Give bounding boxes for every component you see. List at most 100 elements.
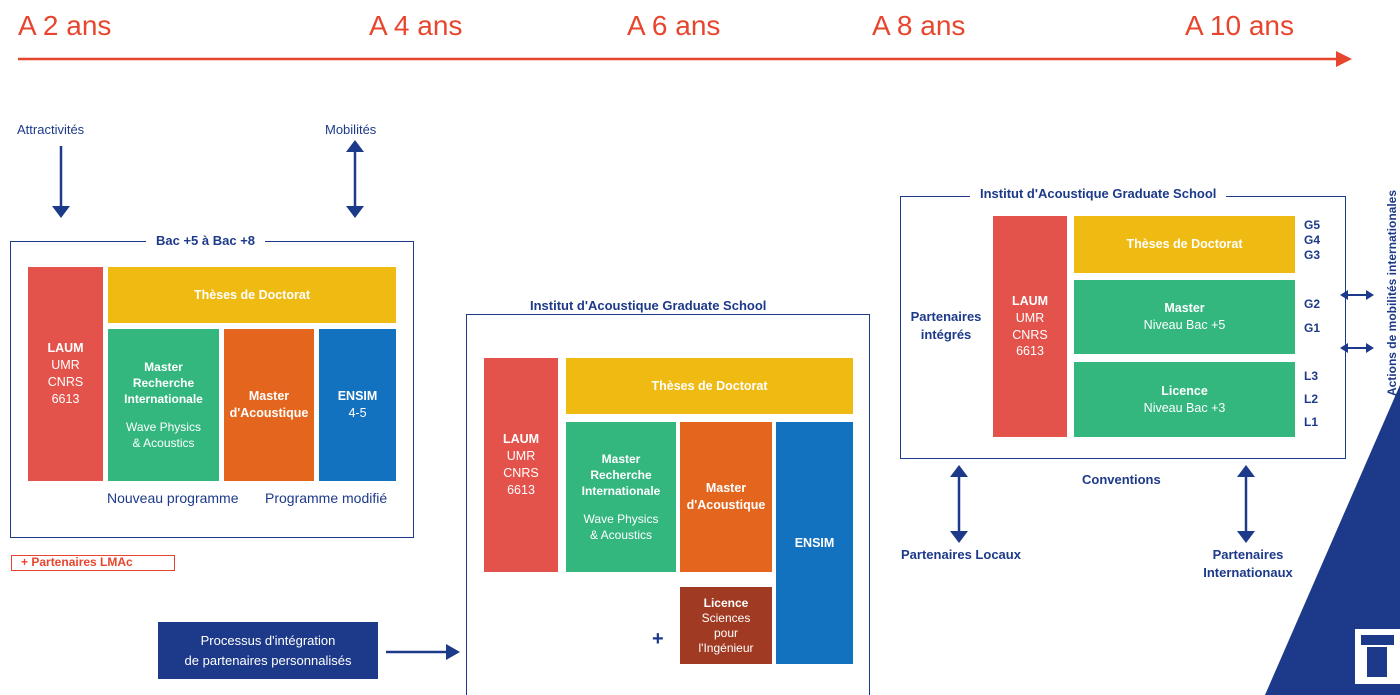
partenaires-lmac-badge: + Partenaires LMAc xyxy=(11,555,175,571)
laum-title: LAUM xyxy=(502,432,540,447)
right-frame-title: Institut d'Acoustique Graduate School xyxy=(970,186,1227,201)
level-g1: G1 xyxy=(1304,321,1321,335)
licence-sub: Niveau Bac +3 xyxy=(1143,400,1226,415)
programme-modifie-label: Programme modifié xyxy=(265,490,388,506)
arrow-updown-icon xyxy=(950,465,968,543)
partenaires-integres-l1: Partenaires xyxy=(910,309,982,324)
level-labels-licence: L3 L2 L1 xyxy=(1304,365,1318,434)
licence-title: Licence xyxy=(703,595,749,610)
laum-umr: UMR xyxy=(506,449,536,464)
level-labels-doctorat: G5 G4 G3 xyxy=(1304,218,1320,263)
right-theses-box: Thèses de Doctorat xyxy=(1074,216,1295,273)
timeline-label-8: A 8 ans xyxy=(872,10,966,41)
laum-title: LAUM xyxy=(1011,293,1049,308)
theses-label: Thèses de Doctorat xyxy=(651,378,768,393)
laum-number: 6613 xyxy=(1016,344,1044,359)
licence-s2: pour xyxy=(713,625,739,640)
ensim-sub: 4-5 xyxy=(348,406,367,420)
licence-title: Licence xyxy=(1161,383,1208,398)
laum-number: 6613 xyxy=(51,391,80,406)
left-master-acoustique-box: Master d'Acoustique xyxy=(224,329,314,481)
ensim-title: ENSIM xyxy=(337,389,378,404)
master-ri-s2: & Acoustics xyxy=(132,436,195,451)
partenaires-locaux-label: Partenaires Locaux xyxy=(901,547,1021,562)
partenaires-internationaux-l1: Partenaires xyxy=(1212,547,1284,562)
laum-umr: UMR xyxy=(1015,310,1045,325)
theses-label: Thèses de Doctorat xyxy=(193,287,310,302)
timeline-arrow xyxy=(18,51,1352,67)
master-ri-s2: & Acoustics xyxy=(589,528,653,543)
laum-cnrs: CNRS xyxy=(503,466,539,480)
partenaires-integres-label: Partenaires intégrés xyxy=(902,308,990,343)
timeline-label-2: A 2 ans xyxy=(18,10,112,41)
licence-s1: Sciences xyxy=(701,610,751,625)
mobilites-label: Mobilités xyxy=(325,122,377,137)
bac5-bac8-title: Bac +5 à Bac +8 xyxy=(146,233,266,248)
right-laum-box: LAUM UMR CNRS 6613 xyxy=(993,216,1067,437)
processus-l2: de partenaires personnalisés xyxy=(184,652,352,668)
arrow-updown-icon xyxy=(1237,465,1255,543)
conventions-label: Conventions xyxy=(1082,472,1161,487)
middle-frame-title: Institut d'Acoustique Graduate School xyxy=(520,298,777,313)
partenaires-internationaux-label: Partenaires Internationaux xyxy=(1180,546,1316,581)
arrow-leftright-icon xyxy=(1340,343,1374,353)
master-ac-t2: d'Acoustique xyxy=(686,498,766,512)
level-g3: G3 xyxy=(1304,248,1321,262)
arrow-updown-icon xyxy=(346,140,364,218)
arrow-down-icon xyxy=(52,146,70,218)
timeline-label-10: A 10 ans xyxy=(1185,10,1294,41)
left-theses-box: Thèses de Doctorat xyxy=(108,267,396,323)
laum-cnrs: CNRS xyxy=(1012,327,1048,342)
master-sub: Niveau Bac +5 xyxy=(1143,318,1226,332)
right-master-box: Master Niveau Bac +5 xyxy=(1074,280,1295,354)
middle-graduate-school-frame xyxy=(466,314,870,695)
processus-integration-box: Processus d'intégration de partenaires p… xyxy=(158,622,378,679)
left-laum-box: LAUM UMR CNRS 6613 xyxy=(28,267,103,481)
master-ri-s1: Wave Physics xyxy=(126,420,201,435)
middle-laum-box: LAUM UMR CNRS 6613 xyxy=(484,358,558,572)
laum-cnrs: CNRS xyxy=(47,375,84,389)
middle-theses-box: Thèses de Doctorat xyxy=(566,358,853,414)
middle-master-ri-box: Master Recherche Internationale Wave Phy… xyxy=(566,422,676,572)
middle-licence-box: Licence Sciences pour l'Ingénieur xyxy=(680,587,772,664)
timeline-label-4: A 4 ans xyxy=(369,10,463,41)
level-l3: L3 xyxy=(1304,369,1319,383)
decorative-corner-shape xyxy=(1265,385,1400,695)
attractivites-label: Attractivités xyxy=(17,122,85,137)
plus-sign: + xyxy=(652,628,664,650)
master-ri-t3: Internationale xyxy=(124,391,203,406)
level-g2: G2 xyxy=(1304,297,1321,311)
laum-number: 6613 xyxy=(507,482,535,497)
actions-mobilites-label: Actions de mobilités internationales xyxy=(1385,189,1399,397)
licence-s3: l'Ingénieur xyxy=(698,640,754,655)
level-g4: G4 xyxy=(1304,233,1321,247)
ensim-title: ENSIM xyxy=(794,535,835,550)
partenaires-internationaux-l2: Internationaux xyxy=(1203,564,1293,580)
processus-l1: Processus d'intégration xyxy=(200,633,336,648)
master-ri-t3: Internationale xyxy=(581,483,661,498)
timeline-label-6: A 6 ans xyxy=(627,10,721,41)
level-l2: L2 xyxy=(1304,392,1319,406)
master-ri-t1: Master xyxy=(601,451,641,466)
laum-umr: UMR xyxy=(51,358,80,373)
theses-label: Thèses de Doctorat xyxy=(1126,237,1243,252)
left-master-ri-box: Master Recherche Internationale Wave Phy… xyxy=(108,329,219,481)
master-ri-t2: Recherche xyxy=(132,375,195,390)
right-licence-box: Licence Niveau Bac +3 xyxy=(1074,362,1295,437)
middle-ensim-box: ENSIM xyxy=(776,422,853,664)
master-ac-t1: Master xyxy=(705,481,747,496)
master-ri-t2: Recherche xyxy=(590,467,652,482)
arrow-leftright-icon xyxy=(1340,290,1374,300)
nouveau-programme-label: Nouveau programme xyxy=(107,490,239,506)
master-ac-t2: d'Acoustique xyxy=(229,406,309,420)
left-ensim-box: ENSIM 4-5 xyxy=(319,329,396,481)
laum-title: LAUM xyxy=(47,341,84,356)
middle-master-acoustique-box: Master d'Acoustique xyxy=(680,422,772,572)
master-ac-t1: Master xyxy=(248,389,290,404)
partenaires-integres-l2: intégrés xyxy=(920,326,972,342)
level-labels-master: G2 G1 xyxy=(1304,292,1320,340)
master-ri-s1: Wave Physics xyxy=(583,512,659,527)
arrow-right-icon xyxy=(386,644,460,660)
level-g5: G5 xyxy=(1304,218,1321,232)
master-title: Master xyxy=(1164,301,1205,316)
